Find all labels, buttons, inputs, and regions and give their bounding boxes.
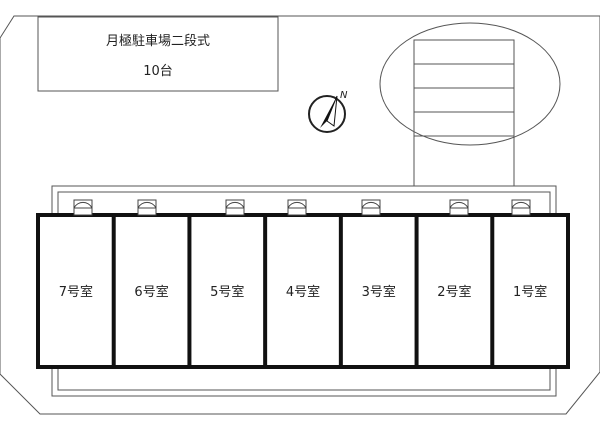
compass-icon: N bbox=[308, 90, 348, 133]
oval-parking-area bbox=[379, 22, 561, 186]
site-boundary bbox=[0, 15, 600, 415]
parking-title: 月極駐車場二段式 bbox=[106, 33, 210, 49]
unit-label: 2号室 bbox=[437, 284, 471, 300]
parking-capacity: 10台 bbox=[143, 64, 173, 79]
unit-label: 5号室 bbox=[210, 284, 244, 300]
compass-north-label: N bbox=[340, 90, 348, 101]
parking-area bbox=[37, 16, 279, 92]
door-icon bbox=[361, 199, 381, 216]
door-icon bbox=[511, 199, 531, 216]
door-icon bbox=[73, 199, 93, 216]
door-icon bbox=[449, 199, 469, 216]
door-icon bbox=[137, 199, 157, 216]
unit-label: 1号室 bbox=[513, 284, 547, 300]
units-layer: 7号室 6号室 5号室 4号室 3号室 2号室 1号室 bbox=[59, 199, 547, 367]
unit-label: 7号室 bbox=[59, 284, 93, 300]
unit-label: 3号室 bbox=[362, 284, 396, 300]
door-icon bbox=[287, 199, 307, 216]
unit-label: 6号室 bbox=[134, 284, 168, 300]
unit-label: 4号室 bbox=[286, 284, 320, 300]
door-icon bbox=[225, 199, 245, 216]
